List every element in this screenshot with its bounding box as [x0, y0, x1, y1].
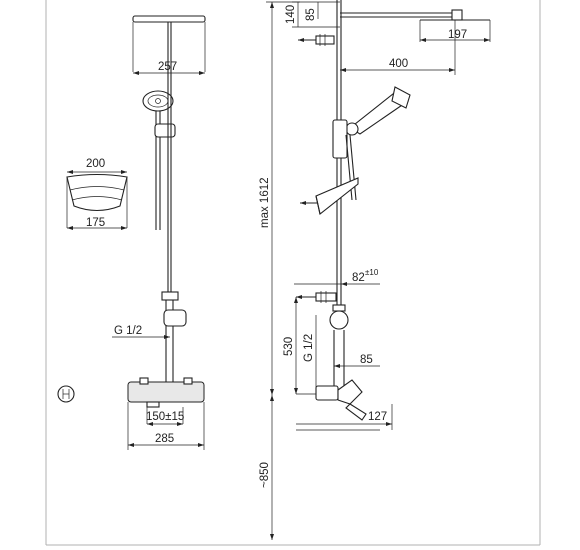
side-inlet-thread-dimension: G 1/2 [303, 315, 317, 395]
side-bracket-offset-dimension: 82 ±10 [294, 268, 380, 286]
front-hand-shower [142, 90, 176, 230]
mixer-projection-label: 85 [360, 354, 373, 366]
side-view: 140 85 197 [259, 0, 491, 540]
side-head-diameter-dimension: 197 [419, 20, 491, 42]
front-head-width-dimension: 257 [133, 61, 205, 75]
side-shower-arm [340, 9, 490, 33]
arm-length-label: 400 [389, 58, 408, 70]
side-inlet-thread-label: G 1/2 [303, 334, 315, 362]
mixer-width-label: 285 [155, 433, 174, 445]
front-inlet-thread-dimension: G 1/2 [112, 325, 170, 339]
front-centres-dimension: 150±15 [146, 411, 184, 426]
front-head-shower [132, 15, 206, 72]
bracket-offset-tolerance: ±10 [365, 268, 379, 277]
side-hand-shower [332, 86, 411, 201]
head-drop-label: 140 [285, 5, 297, 24]
side-floor-height-dimension: ~850 [259, 395, 274, 540]
side-lower-bracket [296, 291, 349, 330]
side-head-thickness-dimension: 85 [305, 2, 319, 21]
floor-height-label: ~850 [259, 462, 271, 488]
side-mixer-projection-dimension: 85 [334, 354, 380, 368]
front-mixer [127, 377, 205, 450]
side-inlet-height-dimension: 530 [283, 297, 298, 394]
hot-cold-symbol [57, 385, 75, 403]
front-tray-shelf: 200 175 [66, 158, 128, 230]
side-mixer [296, 379, 380, 431]
side-top-bracket [298, 34, 335, 46]
side-tray-shelf [300, 177, 359, 215]
total-height-label: max 1612 [259, 177, 271, 228]
centres-label: 150±15 [146, 411, 184, 423]
head-thickness-label: 85 [305, 8, 317, 21]
front-inlet-thread-label: G 1/2 [114, 325, 142, 337]
side-spout-projection-dimension: 127 [296, 404, 393, 430]
bracket-offset-value: 82 [352, 272, 365, 284]
inlet-height-label: 530 [283, 337, 295, 356]
tray-bottom-width-label: 175 [86, 217, 105, 229]
side-arm-length-dimension: 400 [340, 33, 456, 75]
tray-top-width-label: 200 [86, 158, 105, 170]
front-mixer-width-dimension: 285 [128, 433, 204, 447]
side-total-height-dimension: max 1612 [259, 1, 300, 395]
front-view: 257 200 [57, 15, 206, 450]
spout-projection-label: 127 [368, 411, 387, 423]
head-diameter-label: 197 [448, 29, 467, 41]
